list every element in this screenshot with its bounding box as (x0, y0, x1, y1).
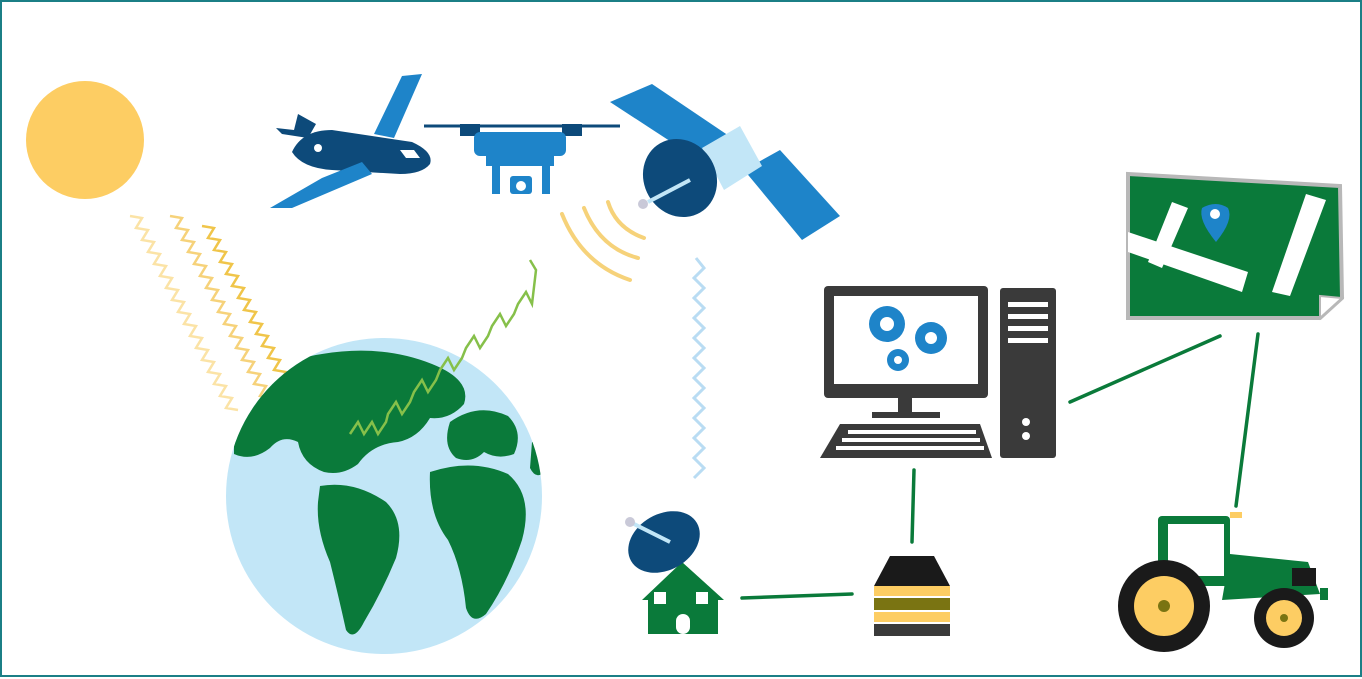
sunlight-ray (169, 214, 285, 424)
airplane-icon (270, 74, 431, 208)
reflected-radiation-wave (348, 259, 538, 437)
database-icon (874, 556, 950, 636)
sunlight-ray (129, 214, 239, 412)
sun-icon (26, 81, 144, 199)
tractor-icon (1118, 512, 1328, 652)
drone-icon (424, 124, 620, 194)
satellite-icon (610, 84, 840, 240)
signal-waves-icon (560, 200, 646, 282)
field-map-icon (1126, 171, 1345, 321)
ground-station-icon (625, 511, 724, 634)
computer-workstation-icon (820, 286, 1056, 458)
link-map-tractor (1234, 332, 1260, 508)
link-database-computer (910, 468, 916, 544)
link-ground-station-database (740, 592, 854, 600)
link-computer-map (1068, 334, 1222, 404)
downlink-wave (691, 257, 707, 480)
connectors (740, 332, 1260, 600)
earth-globe-icon (226, 338, 542, 654)
